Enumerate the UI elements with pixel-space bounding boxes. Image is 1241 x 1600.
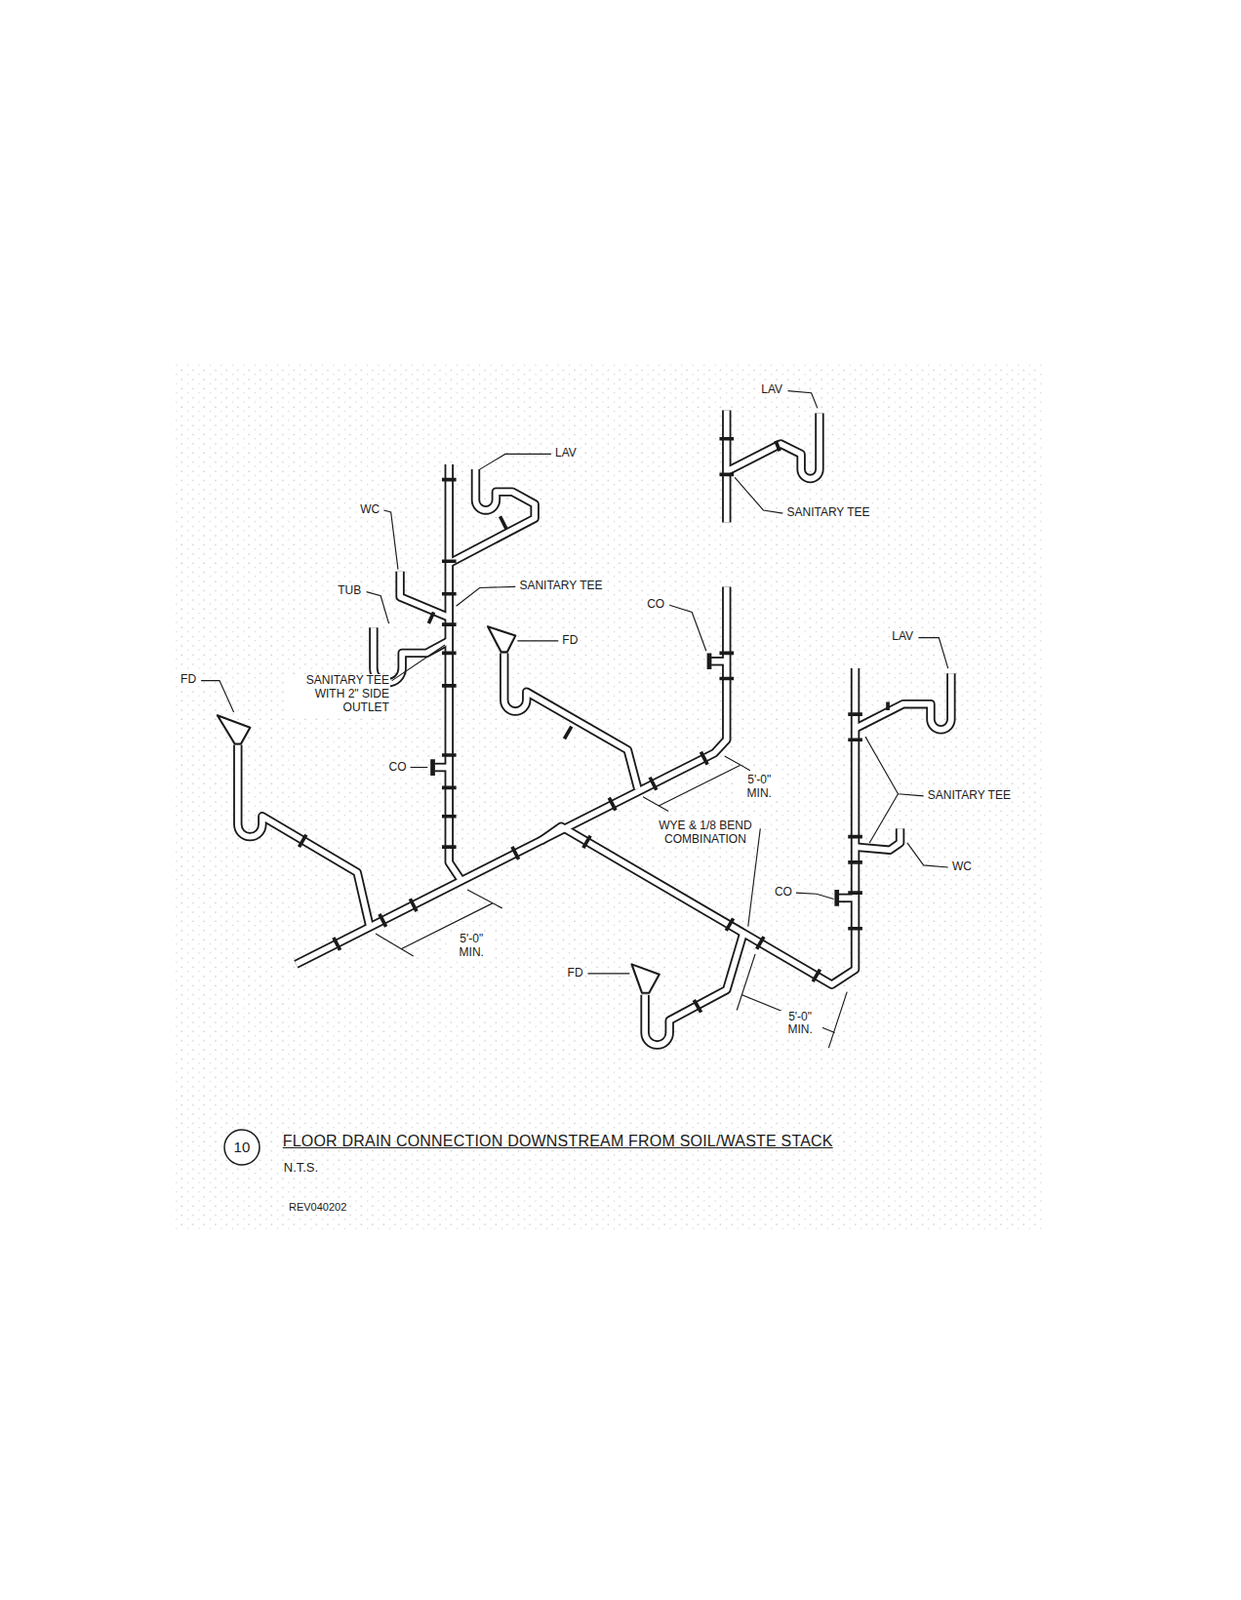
- fixture-label: LAV: [760, 383, 784, 398]
- dimension-label: 5'-0" MIN.: [777, 1010, 823, 1039]
- dimension-label: 5'-0" MIN.: [736, 773, 782, 801]
- dimension-label: 5'-0" MIN.: [448, 932, 494, 961]
- callout-number: 10: [223, 1128, 261, 1157]
- drawing-title: FLOOR DRAIN CONNECTION DOWNSTREAM FROM S…: [282, 1132, 834, 1151]
- callout-circle: 10: [223, 1128, 261, 1166]
- dimension-lines: [375, 756, 847, 1048]
- stipple-ground: [171, 361, 1043, 1230]
- fixture-label: WC: [951, 860, 973, 875]
- fitting-label: SANITARY TEE WITH 2" SIDE OUTLET: [286, 674, 391, 715]
- fixture-label: LAV: [554, 446, 578, 461]
- callout-circle-shape: [224, 1129, 260, 1165]
- fitting-label: WYE & 1/8 BEND COMBINATION: [652, 819, 758, 847]
- fixture-label: WC: [359, 503, 381, 518]
- scale-note: N.T.S.: [282, 1160, 320, 1176]
- leader-lines: [200, 391, 949, 974]
- revision-note: REV040202: [287, 1200, 348, 1214]
- fixture-label: FD: [560, 634, 579, 648]
- cleanout-label: CO: [645, 598, 666, 612]
- cleanout-label: CO: [773, 885, 794, 900]
- fitting-label: SANITARY TEE: [926, 789, 1012, 803]
- pipe-bore: [238, 409, 952, 1045]
- fixture-label: TUB: [336, 584, 362, 599]
- fixture-label: LAV: [890, 630, 915, 644]
- pipe-outline: [238, 409, 952, 1045]
- fitting-label: SANITARY TEE: [785, 506, 871, 521]
- cleanout-label: CO: [388, 760, 408, 775]
- fitting-label: SANITARY TEE: [518, 579, 603, 594]
- fixture-label: FD: [566, 966, 585, 981]
- pipe-hubs: [299, 439, 888, 1013]
- fixture-label: FD: [179, 673, 198, 687]
- floor-drain-funnels: [217, 626, 660, 993]
- cleanout-plugs: [433, 652, 838, 906]
